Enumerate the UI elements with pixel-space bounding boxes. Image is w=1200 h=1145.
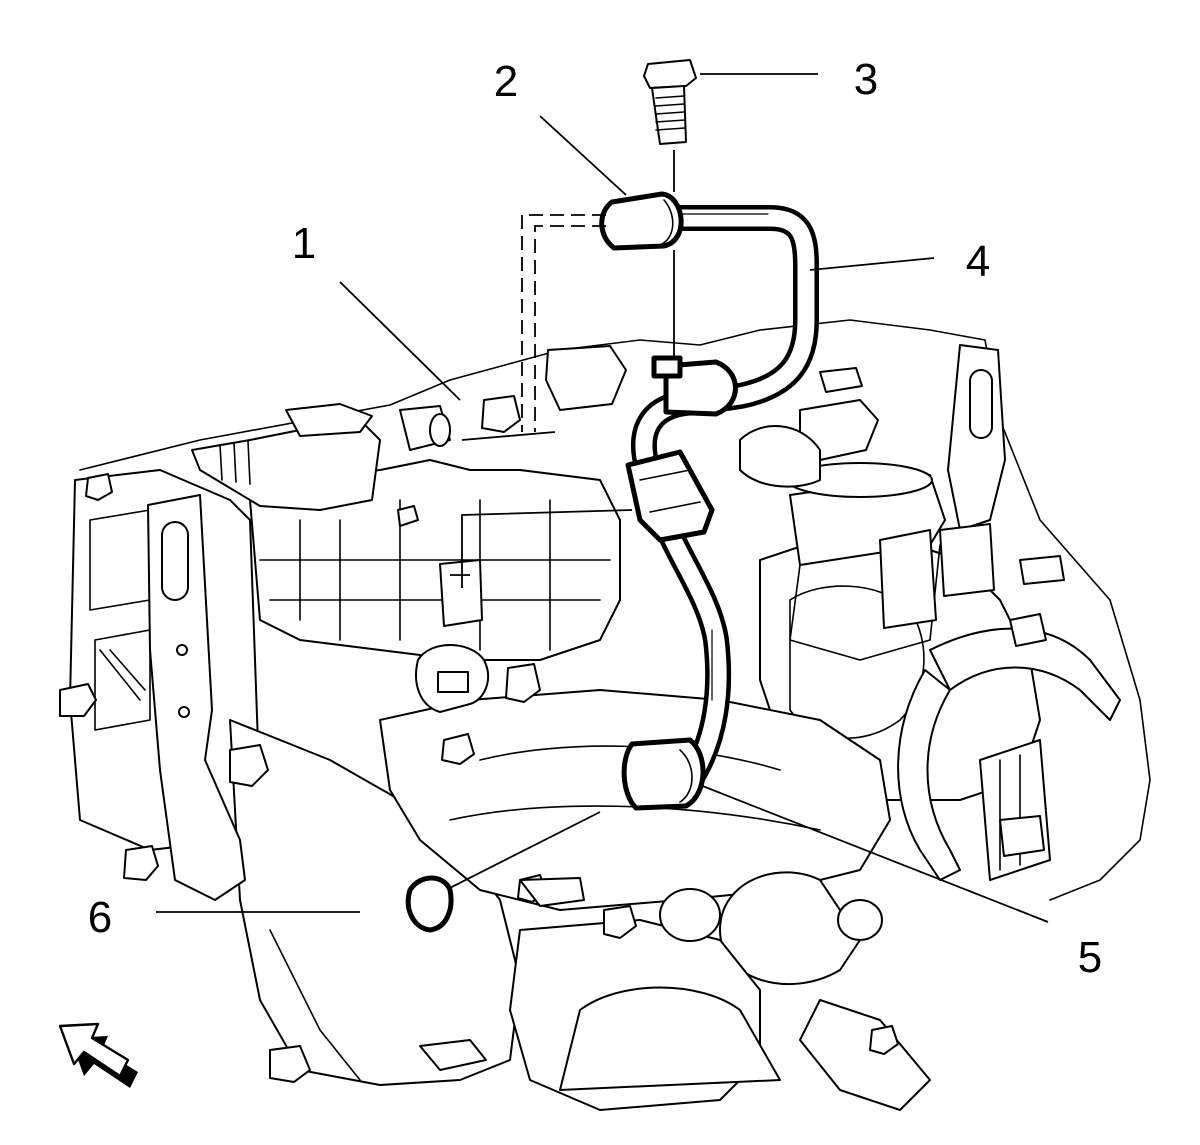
clip-lower-right bbox=[999, 815, 1045, 857]
assembly-guides bbox=[450, 150, 675, 588]
forward-arrow-icon bbox=[58, 1022, 138, 1088]
leader-lines bbox=[156, 73, 1049, 933]
pipe-bolt bbox=[643, 59, 697, 145]
callout-4: 4 bbox=[966, 237, 990, 286]
fuel-feed-pipe bbox=[599, 191, 819, 811]
leader-6b bbox=[429, 811, 601, 899]
callout-3: 3 bbox=[854, 55, 878, 104]
callout-6: 6 bbox=[88, 893, 112, 942]
leader-4 bbox=[809, 257, 935, 271]
leader-2 bbox=[539, 115, 627, 196]
engine-block bbox=[59, 319, 1151, 1111]
bolt-group bbox=[59, 395, 899, 1083]
callout-5: 5 bbox=[1078, 933, 1102, 982]
callout-labels: 1 2 3 4 5 6 bbox=[88, 55, 1102, 982]
callout-1: 1 bbox=[292, 219, 316, 268]
callout-2: 2 bbox=[494, 57, 518, 106]
pipe-stud bbox=[405, 875, 454, 933]
leader-5 bbox=[699, 784, 1049, 923]
leader-1 bbox=[339, 281, 461, 401]
